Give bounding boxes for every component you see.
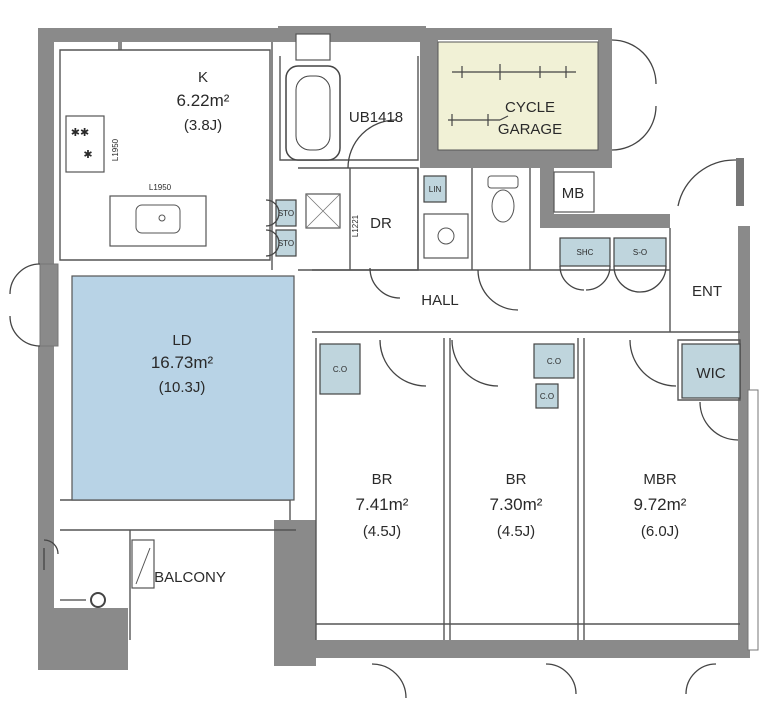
bathtub-icon xyxy=(285,65,341,161)
br2-door-swing xyxy=(451,339,499,387)
dr-door-swing xyxy=(369,267,401,299)
entrance-door-swing xyxy=(677,159,737,207)
sto-lower-label: STO xyxy=(278,239,294,248)
sto-upper-label: STO xyxy=(278,209,294,218)
balcony-name: BALCONY xyxy=(154,569,226,586)
bath-door-swing xyxy=(347,119,397,169)
shc-closet[interactable] xyxy=(559,237,611,267)
co-br1-label: C.O xyxy=(333,365,347,374)
dr-name: DR xyxy=(370,215,392,232)
counter-dim-horizontal: L1950 xyxy=(149,183,172,192)
balcony xyxy=(43,539,155,608)
br2-area: 7.30m² xyxy=(490,495,543,514)
entrance-door-leaf[interactable] xyxy=(736,158,744,206)
mbr-name: MBR xyxy=(643,471,677,488)
counter-dim-vertical: L1950 xyxy=(111,138,120,161)
drain-icon xyxy=(90,592,106,608)
ent-name: ENT xyxy=(692,283,722,300)
washbasin-icon xyxy=(423,213,469,259)
kitchen: ✱✱ ✱ L1950 L1950 xyxy=(65,115,207,247)
wc-door-swing xyxy=(477,269,519,311)
br1-jo: (4.5J) xyxy=(363,523,401,540)
co-br2-b-label: C.O xyxy=(540,392,554,401)
br2-name: BR xyxy=(506,471,527,488)
co-closet-br2-a[interactable] xyxy=(533,343,575,379)
interior-partitions xyxy=(59,42,741,640)
living-dining-area xyxy=(71,275,295,501)
bicycle-icon xyxy=(448,64,576,126)
bottom-door-swings xyxy=(371,663,717,699)
cycle-line2: GARAGE xyxy=(498,121,562,138)
ld-jo: (10.3J) xyxy=(159,379,206,396)
right-window xyxy=(747,389,759,651)
shelf-closet[interactable] xyxy=(613,237,667,267)
co-closet-br1[interactable] xyxy=(319,343,361,395)
kitchen-area: 6.22m² xyxy=(177,91,230,110)
shelf-label: S-O xyxy=(633,248,647,257)
co-br2-a-label: C.O xyxy=(547,357,561,366)
kitchen-jo: (3.8J) xyxy=(184,117,222,134)
burner-icon: ✱✱ xyxy=(71,127,89,139)
wic-area xyxy=(681,343,741,399)
bath-name: UB1418 xyxy=(349,109,403,126)
wic-name: WIC xyxy=(696,365,725,382)
left-window-door-swing xyxy=(9,263,41,347)
mbr-door-swing xyxy=(629,339,677,387)
dr-dimension: L1221 xyxy=(351,214,360,237)
mb-closet[interactable] xyxy=(553,171,595,213)
ld-area: 16.73m² xyxy=(151,353,214,372)
hall-name: HALL xyxy=(421,292,459,309)
toilet-icon xyxy=(487,175,519,223)
shc-door-swing xyxy=(559,265,667,293)
sto-closet-lower[interactable] xyxy=(275,229,297,257)
lin-label: LIN xyxy=(429,185,442,194)
br1-name: BR xyxy=(372,471,393,488)
mb-name: MB xyxy=(562,185,585,202)
ld-name: LD xyxy=(172,332,191,349)
sto-closet-upper[interactable] xyxy=(275,199,297,227)
shc-label: SHC xyxy=(577,248,594,257)
sink-icon xyxy=(135,204,181,234)
mbr-jo: (6.0J) xyxy=(641,523,679,540)
garage-door-swing xyxy=(611,39,657,151)
mbr-area: 9.72m² xyxy=(634,495,687,514)
exterior-walls xyxy=(38,26,750,670)
kitchen-counter xyxy=(65,115,105,173)
bathroom xyxy=(285,33,397,169)
kitchen-name: K xyxy=(198,69,208,86)
cycle-garage-area xyxy=(437,41,599,151)
br2-jo: (4.5J) xyxy=(497,523,535,540)
co-closet-br2-b[interactable] xyxy=(535,383,559,409)
br1-area: 7.41m² xyxy=(356,495,409,514)
wic-door-swing xyxy=(699,401,739,441)
lin-closet[interactable] xyxy=(423,175,447,203)
sto-door-swing xyxy=(265,199,280,257)
burner-icon-2: ✱ xyxy=(83,149,92,161)
br1-door-swing xyxy=(379,339,427,387)
cycle-line1: CYCLE xyxy=(505,99,555,116)
